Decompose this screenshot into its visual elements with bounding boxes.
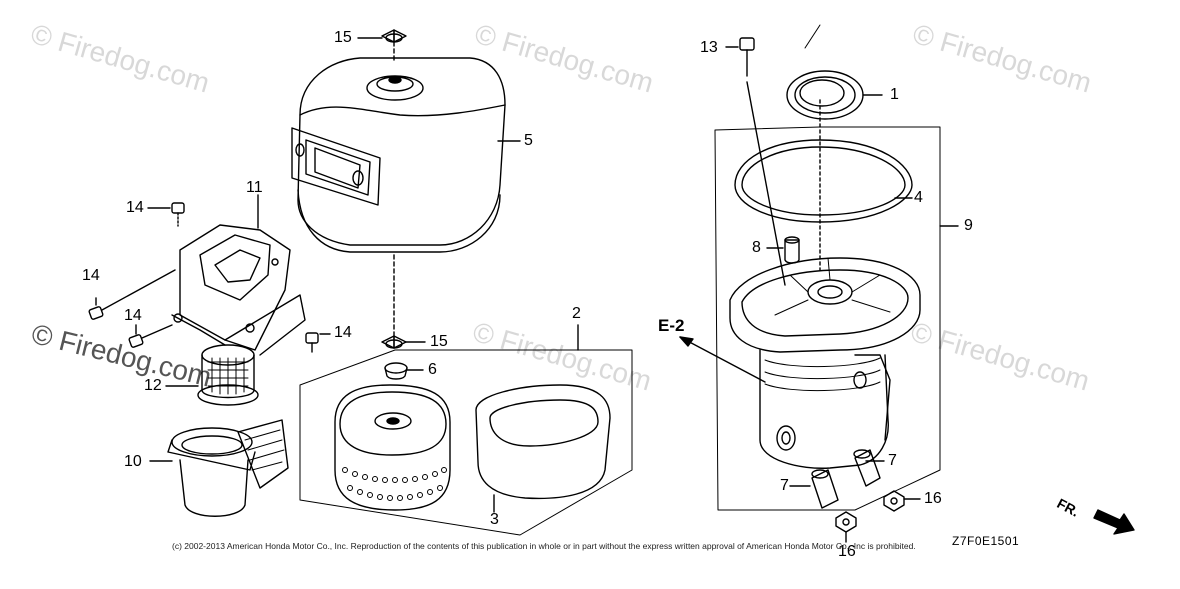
part-2-frame (299, 324, 633, 536)
callout-15b: 15 (430, 333, 448, 350)
fr-arrow (1093, 509, 1135, 535)
callout-6: 6 (428, 361, 437, 378)
part-8-collar (766, 99, 821, 271)
part-16-nuts (835, 490, 921, 543)
callout-14d: 14 (334, 324, 352, 341)
callout-14a: 14 (126, 199, 144, 216)
callout-16b: 16 (924, 490, 942, 507)
part-6-grommet (384, 362, 424, 380)
part-11-elbow (171, 194, 306, 356)
copyright-notice: (c) 2002-2013 American Honda Motor Co., … (172, 541, 916, 551)
part-1-seal (786, 24, 883, 120)
callout-3: 3 (490, 511, 499, 528)
callout-1: 1 (890, 86, 899, 103)
callout-2: 2 (572, 305, 581, 322)
part-7-pins (789, 449, 885, 509)
callout-11: 11 (246, 179, 263, 196)
part-9-housing (729, 257, 921, 469)
part-9-frame (714, 126, 959, 511)
callout-10: 10 (124, 453, 142, 470)
callout-14b: 14 (82, 267, 100, 284)
callout-14c: 14 (124, 307, 142, 324)
callout-4: 4 (914, 189, 923, 206)
callout-5: 5 (524, 132, 533, 149)
part-2-element (334, 384, 451, 511)
diagram-code: Z7F0E1501 (952, 534, 1020, 548)
part-13-bolt (725, 37, 786, 286)
section-ref-e2: E-2 (658, 316, 685, 335)
part-14-screws (88, 202, 331, 353)
callout-7a: 7 (780, 477, 789, 494)
part-3-foam (475, 384, 611, 513)
callout-7b: 7 (888, 452, 897, 469)
e2-arrow (679, 336, 766, 383)
part-15-top (381, 29, 407, 61)
part-4-gasket (734, 139, 913, 223)
callout-15a: 15 (334, 29, 352, 46)
callout-8: 8 (752, 239, 761, 256)
part-5-cover (291, 57, 506, 253)
callout-16a: 16 (838, 543, 856, 560)
part-12-screen (165, 344, 259, 406)
part-10-cup (149, 419, 289, 517)
part-15-bottom (381, 254, 407, 349)
callout-13: 13 (700, 39, 718, 56)
callout-12: 12 (144, 377, 162, 394)
callout-9: 9 (964, 217, 973, 234)
